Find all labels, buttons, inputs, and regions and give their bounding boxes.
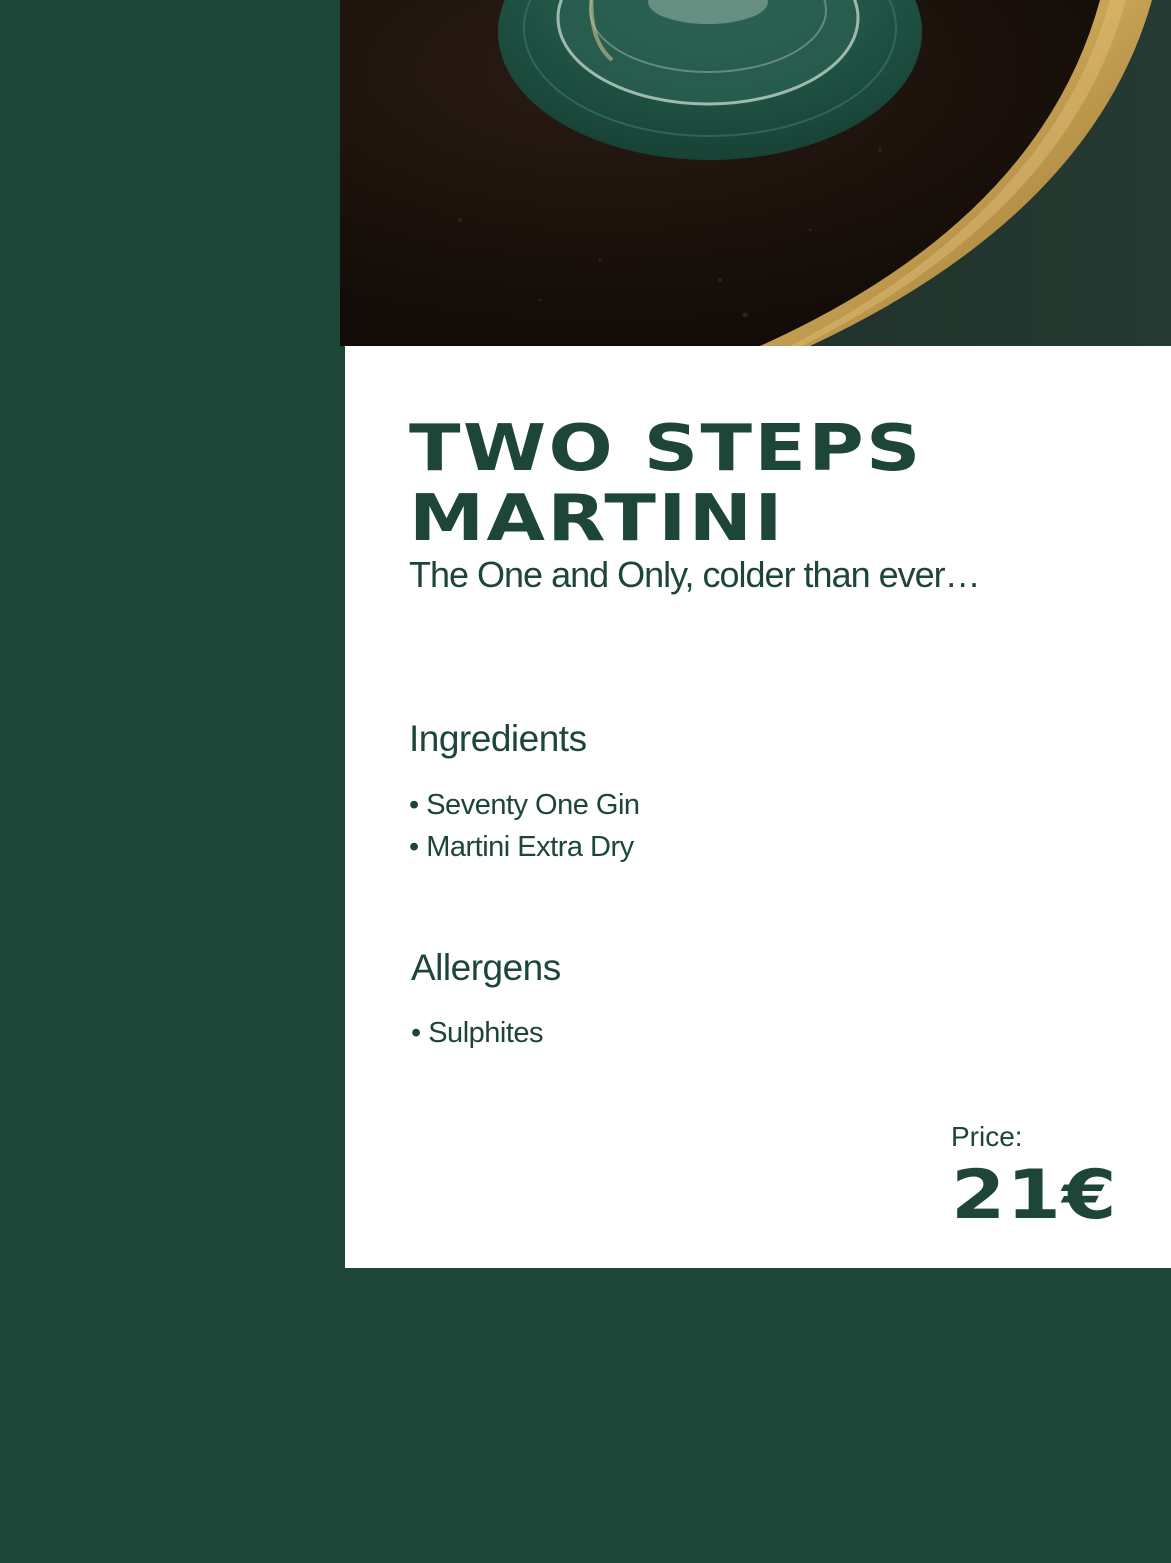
price-value: 21€ (951, 1156, 1118, 1235)
allergens-list: Sulphites (411, 1012, 543, 1054)
drink-title-line2: MARTINI (409, 482, 785, 556)
allergens-heading: Allergens (411, 947, 561, 988)
list-item: Seventy One Gin (409, 784, 640, 826)
hero-photo (340, 0, 1171, 346)
menu-card: TWO STEPS MARTINI The One and Only, cold… (345, 346, 1171, 1268)
drink-title: TWO STEPS MARTINI (409, 414, 923, 554)
ingredients-heading: Ingredients (409, 718, 587, 759)
ingredients-list: Seventy One Gin Martini Extra Dry (409, 784, 640, 868)
list-item: Martini Extra Dry (409, 826, 640, 868)
price-label: Price: (951, 1121, 1023, 1152)
drink-title-line1: TWO STEPS (409, 412, 923, 486)
drink-tagline: The One and Only, colder than ever… (409, 554, 981, 595)
list-item: Sulphites (411, 1012, 543, 1054)
